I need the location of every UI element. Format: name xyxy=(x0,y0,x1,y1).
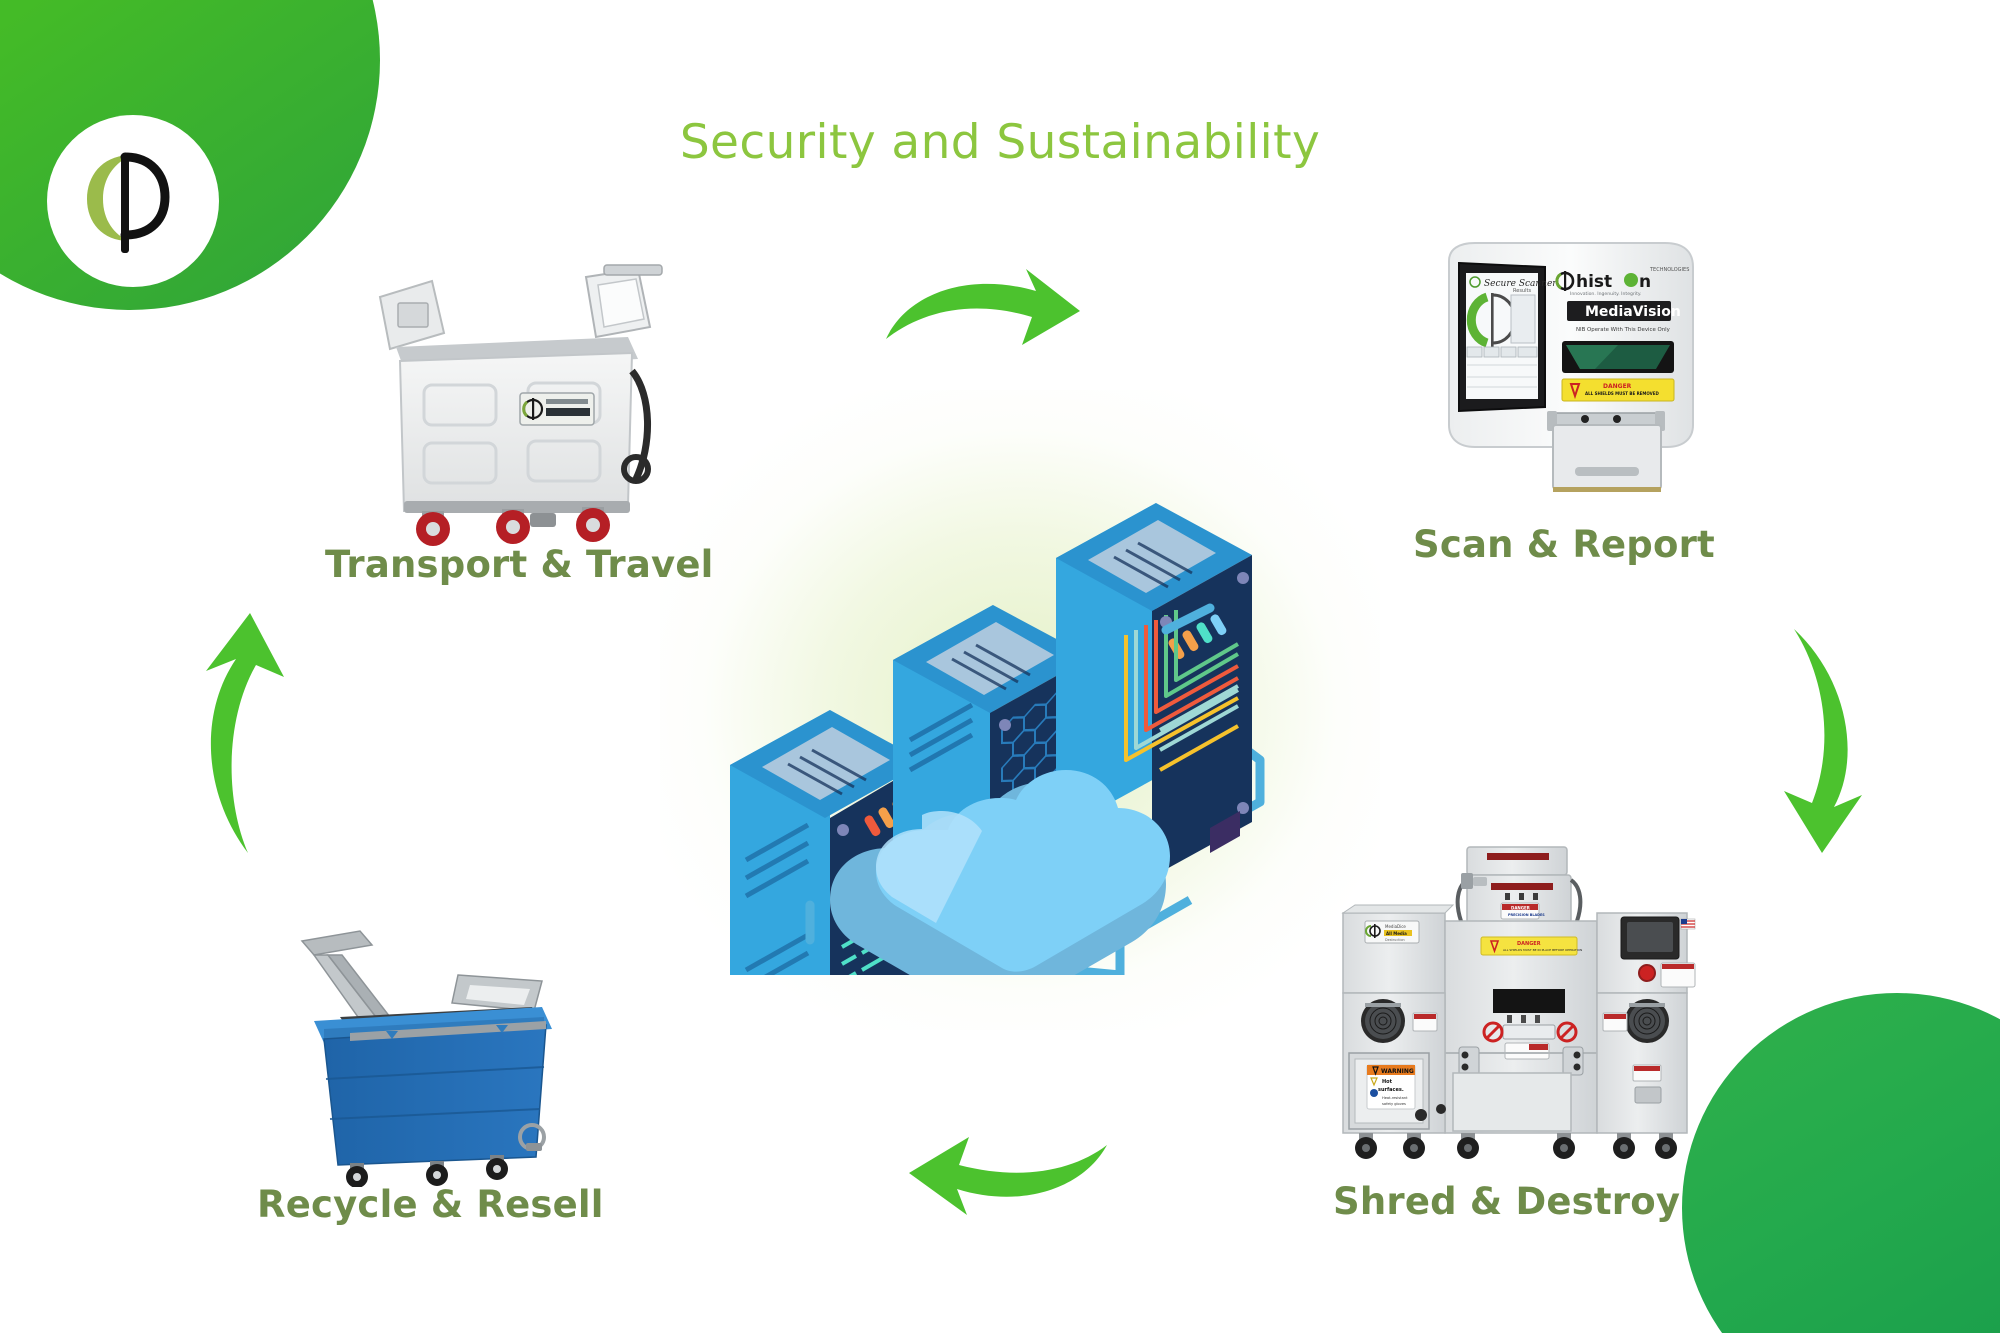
svg-text:Heat-resistant: Heat-resistant xyxy=(1382,1096,1408,1100)
product-image-recycle-cart xyxy=(280,925,590,1188)
svg-text:MediaVision: MediaVision xyxy=(1585,304,1681,320)
svg-text:Secure Scanner: Secure Scanner xyxy=(1484,279,1557,289)
svg-text:DANGER: DANGER xyxy=(1603,383,1632,390)
arrow-recycle-to-transport xyxy=(180,605,350,865)
product-image-transport-cart xyxy=(360,255,700,555)
svg-text:ALL SHIELDS MUST BE IN PLACE B: ALL SHIELDS MUST BE IN PLACE BEFORE OPER… xyxy=(1503,948,1582,952)
svg-text:All Media: All Media xyxy=(1386,931,1407,936)
svg-text:DANGER: DANGER xyxy=(1517,941,1541,947)
svg-text:Innovation. Ingenuity. Integri: Innovation. Ingenuity. Integrity. xyxy=(1570,291,1641,297)
product-image-shredder: DANGER PRECISION BLADES MediaDice All Me… xyxy=(1325,825,1700,1170)
bottom-right-green-circle xyxy=(1682,993,2000,1333)
arrow-scan-to-shred xyxy=(1750,615,1920,860)
svg-text:MediaDice: MediaDice xyxy=(1385,924,1406,929)
isometric-server-illustration xyxy=(690,430,1330,1085)
svg-text:PRECISION BLADES: PRECISION BLADES xyxy=(1508,913,1545,917)
svg-text:Hot: Hot xyxy=(1382,1079,1393,1085)
cloud-icon xyxy=(830,770,1170,1017)
svg-text:DANGER: DANGER xyxy=(1511,905,1530,910)
svg-text:Results: Results xyxy=(1513,288,1531,294)
svg-text:hist: hist xyxy=(1576,272,1612,292)
stage-label-transport: Transport & Travel xyxy=(325,543,714,586)
svg-text:TECHNOLOGIES: TECHNOLOGIES xyxy=(1649,267,1689,273)
server-rack-3 xyxy=(1056,503,1252,877)
svg-text:Destruction: Destruction xyxy=(1385,938,1405,942)
product-image-mediavision-scanner: Secure Scanner Results xyxy=(1435,235,1705,505)
svg-text:n: n xyxy=(1639,272,1651,292)
arrow-transport-to-scan xyxy=(880,255,1120,375)
stage-label-scan: Scan & Report xyxy=(1413,523,1715,566)
svg-text:WARNING: WARNING xyxy=(1381,1068,1414,1075)
svg-text:ALL SHIELDS MUST BE REMOVED: ALL SHIELDS MUST BE REMOVED xyxy=(1585,391,1659,396)
arrow-shred-to-recycle xyxy=(875,1105,1115,1225)
phi-logo-icon xyxy=(87,152,170,253)
stage-label-shred: Shred & Destroy xyxy=(1333,1180,1681,1223)
svg-text:surfaces.: surfaces. xyxy=(1378,1087,1404,1093)
svg-text:NIB Operate With This Device O: NIB Operate With This Device Only xyxy=(1576,327,1671,333)
page-title: Security and Sustainability xyxy=(679,115,1321,170)
stage-label-recycle: Recycle & Resell xyxy=(257,1183,604,1226)
svg-text:safety gloves: safety gloves xyxy=(1382,1102,1406,1106)
brand-logo-badge xyxy=(47,115,219,287)
